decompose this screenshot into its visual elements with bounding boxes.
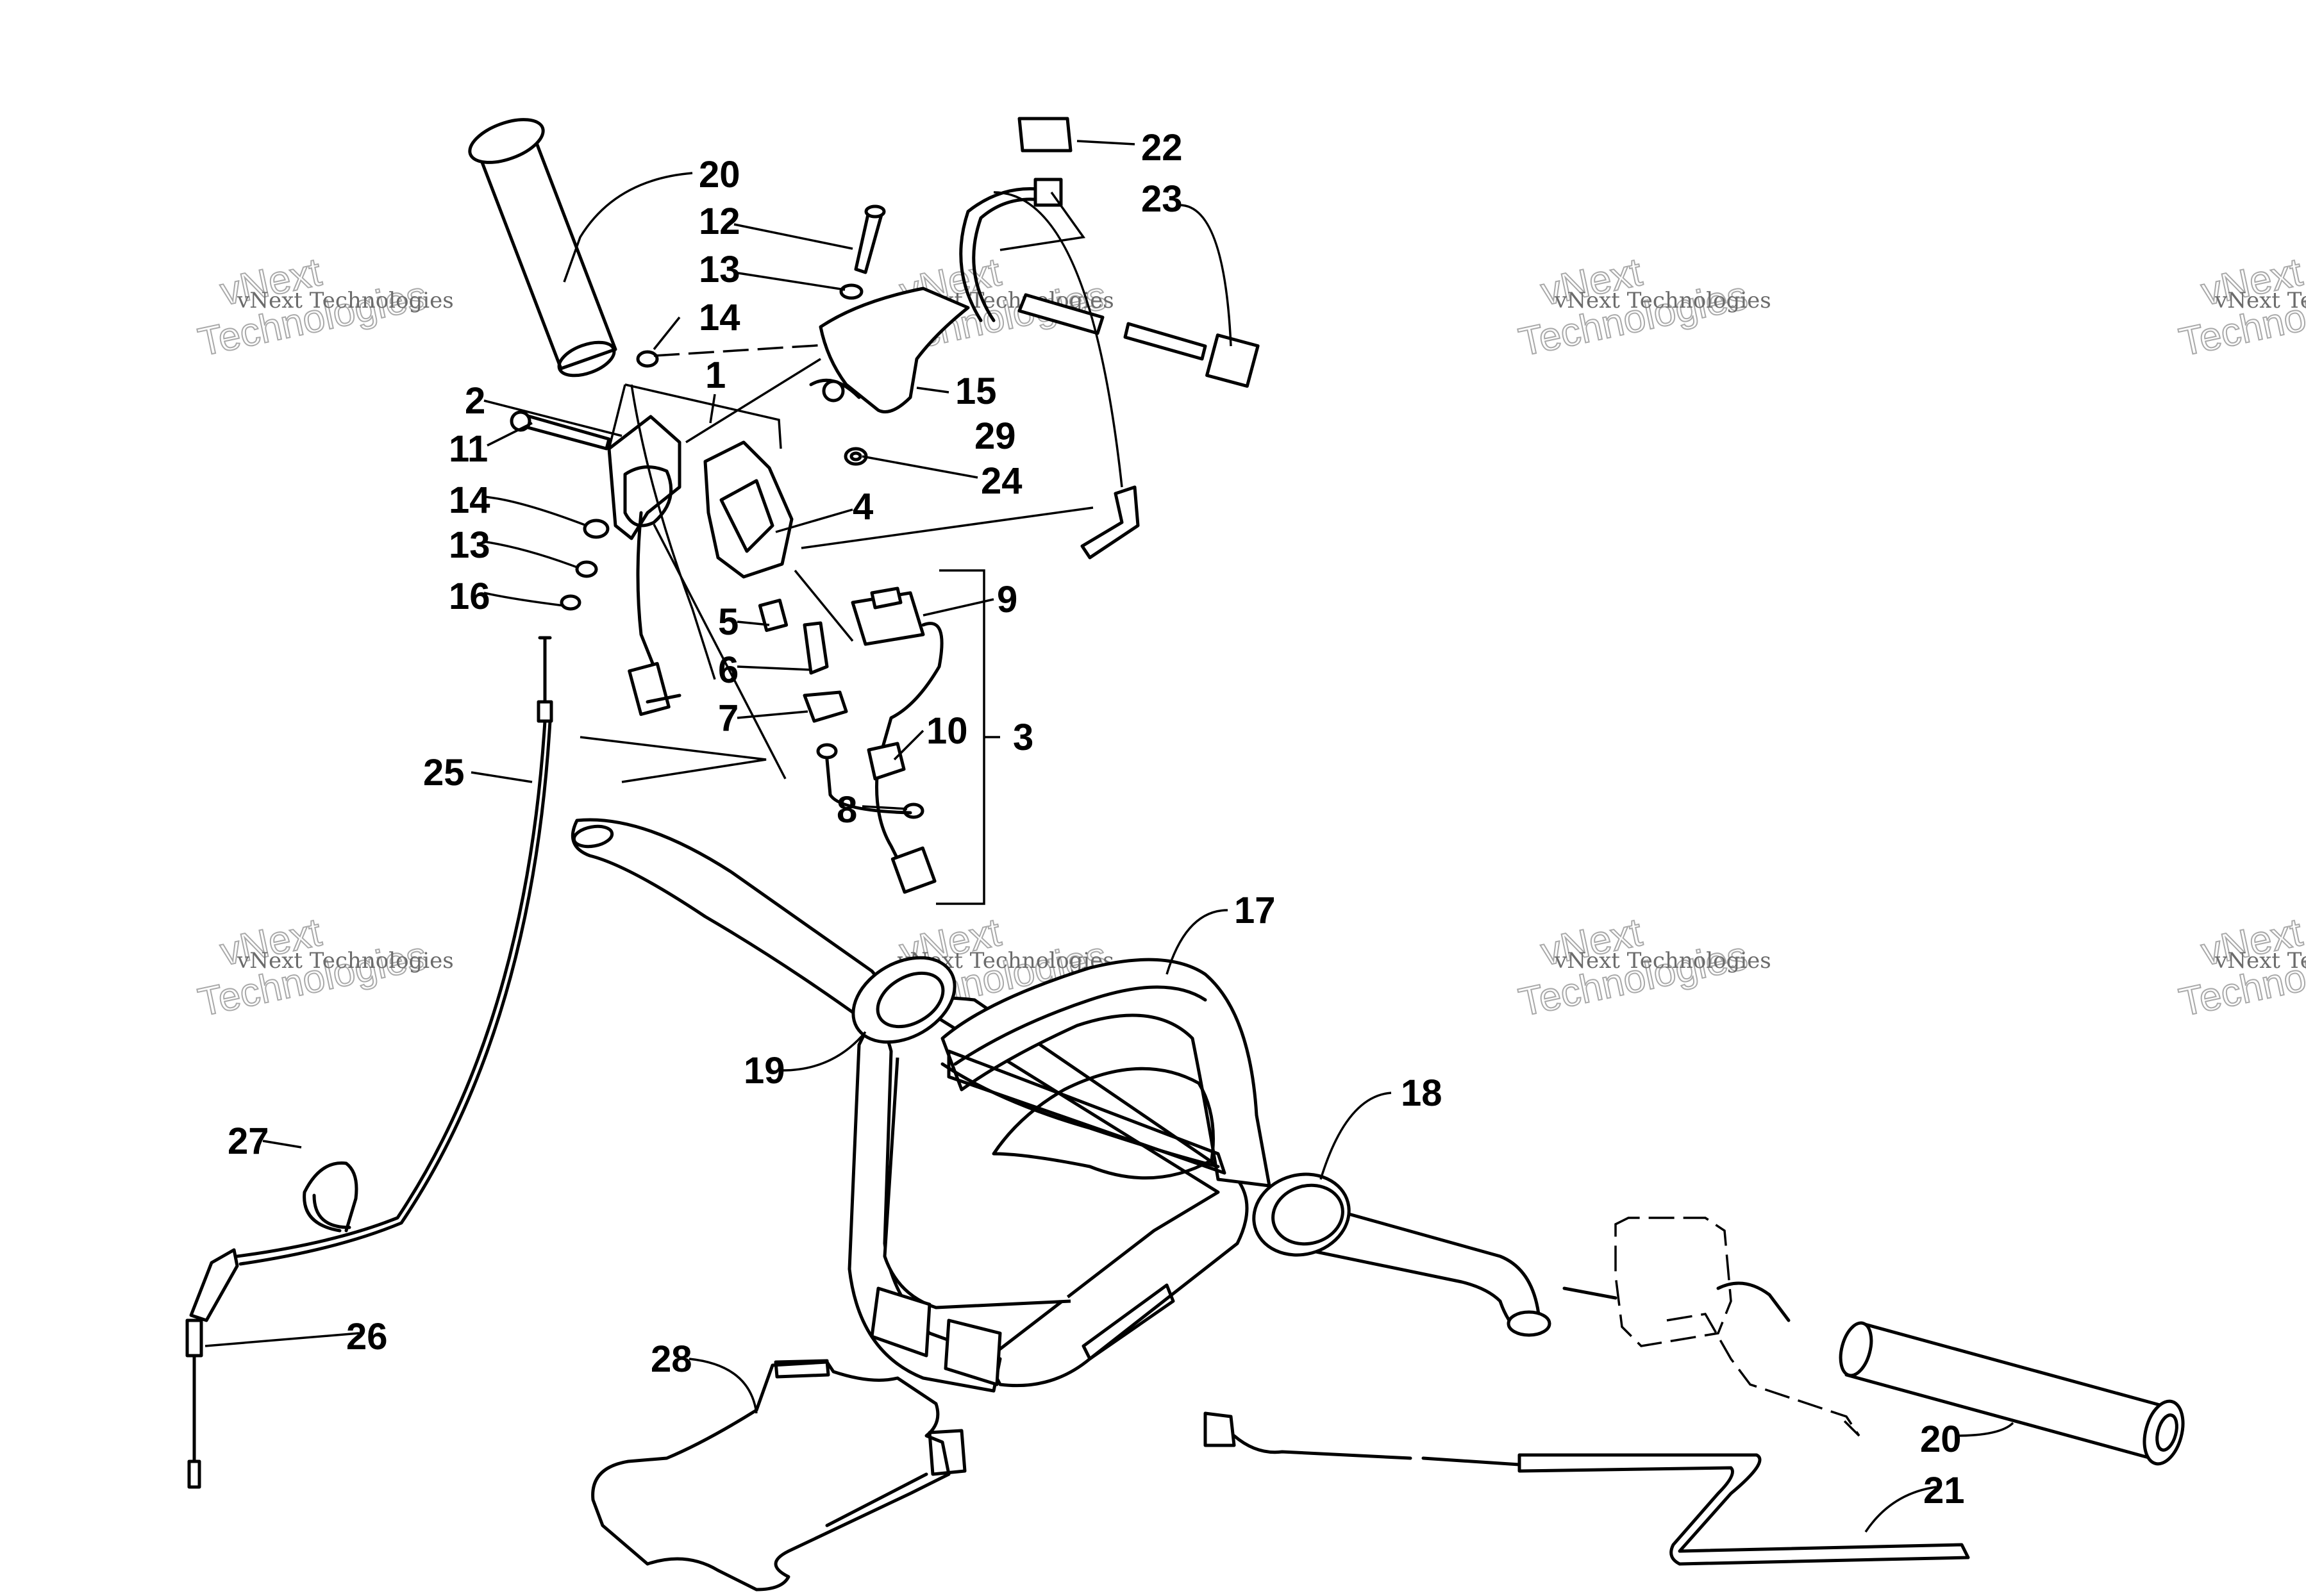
callout-20-left: 20 bbox=[699, 154, 740, 195]
part-pin-12 bbox=[854, 204, 886, 274]
callout-8: 8 bbox=[837, 789, 857, 831]
callout-24: 24 bbox=[981, 460, 1023, 502]
callout-15: 15 bbox=[955, 370, 997, 412]
callout-27: 27 bbox=[228, 1120, 269, 1162]
part-heater-21 bbox=[1203, 1411, 1970, 1566]
callout-9: 9 bbox=[997, 579, 1017, 620]
part-harness-23 bbox=[959, 178, 1260, 388]
callout-10: 10 bbox=[926, 710, 968, 752]
watermark-line: vNext Technologies bbox=[1554, 288, 1771, 313]
part-cable-25 bbox=[235, 636, 553, 1266]
callout-11: 11 bbox=[449, 428, 488, 470]
callout-18: 18 bbox=[1401, 1072, 1442, 1114]
part-6 bbox=[803, 621, 829, 675]
part-lever-15 bbox=[809, 287, 970, 413]
part-throttle-housing bbox=[607, 415, 794, 717]
part-washer-14 bbox=[636, 350, 659, 368]
callout-4: 4 bbox=[853, 486, 873, 528]
callout-13-left: 13 bbox=[449, 524, 490, 566]
callout-6: 6 bbox=[718, 649, 739, 691]
part-grip-left bbox=[468, 118, 617, 378]
exploded-view-lines bbox=[580, 191, 1094, 783]
callout-29: 29 bbox=[974, 415, 1016, 457]
part-washer-stack bbox=[560, 519, 610, 611]
callout-22: 22 bbox=[1141, 127, 1183, 169]
callout-14-left: 14 bbox=[449, 479, 490, 521]
part-ring-18 bbox=[1252, 1172, 1351, 1257]
callout-19: 19 bbox=[744, 1050, 785, 1092]
watermark-line: vNext Technologies bbox=[2214, 288, 2306, 313]
callout-25: 25 bbox=[423, 752, 465, 794]
part-cable-end-26 bbox=[185, 1248, 239, 1489]
callout-20-right: 20 bbox=[1920, 1418, 1962, 1460]
callout-12: 12 bbox=[699, 201, 740, 242]
part-5 bbox=[758, 599, 789, 632]
part-clamp-27 bbox=[303, 1161, 358, 1233]
callout-13-top: 13 bbox=[699, 249, 740, 290]
callout-leaders bbox=[205, 140, 2014, 1533]
part-master-cylinder bbox=[1562, 1217, 1860, 1437]
watermark-line: vNext Technologies bbox=[2214, 948, 2306, 974]
callout-17: 17 bbox=[1234, 890, 1276, 931]
part-grip-right bbox=[1839, 1321, 2185, 1466]
part-screw-11 bbox=[510, 410, 611, 451]
part-8 bbox=[816, 743, 924, 819]
callout-1: 1 bbox=[705, 354, 726, 396]
part-7 bbox=[803, 690, 848, 723]
callout-28: 28 bbox=[651, 1338, 692, 1380]
callout-7: 7 bbox=[718, 697, 739, 739]
callout-23: 23 bbox=[1141, 178, 1183, 220]
watermark-line: vNext Technologies bbox=[237, 288, 454, 313]
watermark-line: vNext Technologies bbox=[237, 948, 454, 974]
callout-2: 2 bbox=[465, 380, 485, 422]
callout-14-top: 14 bbox=[699, 297, 740, 338]
callout-21: 21 bbox=[1923, 1470, 1965, 1511]
part-switch-9 bbox=[851, 586, 944, 894]
callout-26: 26 bbox=[346, 1316, 388, 1358]
callout-labels: 20 12 13 14 1 2 11 14 13 16 22 23 15 29 … bbox=[228, 127, 1965, 1511]
callout-3: 3 bbox=[1013, 717, 1033, 758]
callout-5: 5 bbox=[718, 601, 739, 643]
callout-16: 16 bbox=[449, 576, 490, 617]
part-washer-13 bbox=[839, 283, 864, 300]
part-ring-19 bbox=[851, 956, 957, 1044]
part-bracket-29 bbox=[1080, 485, 1140, 560]
watermark-line: vNext Technologies bbox=[1554, 948, 1771, 974]
part-pad-28 bbox=[591, 1359, 967, 1592]
part-pad-22 bbox=[1017, 117, 1073, 153]
part-10 bbox=[867, 742, 906, 781]
